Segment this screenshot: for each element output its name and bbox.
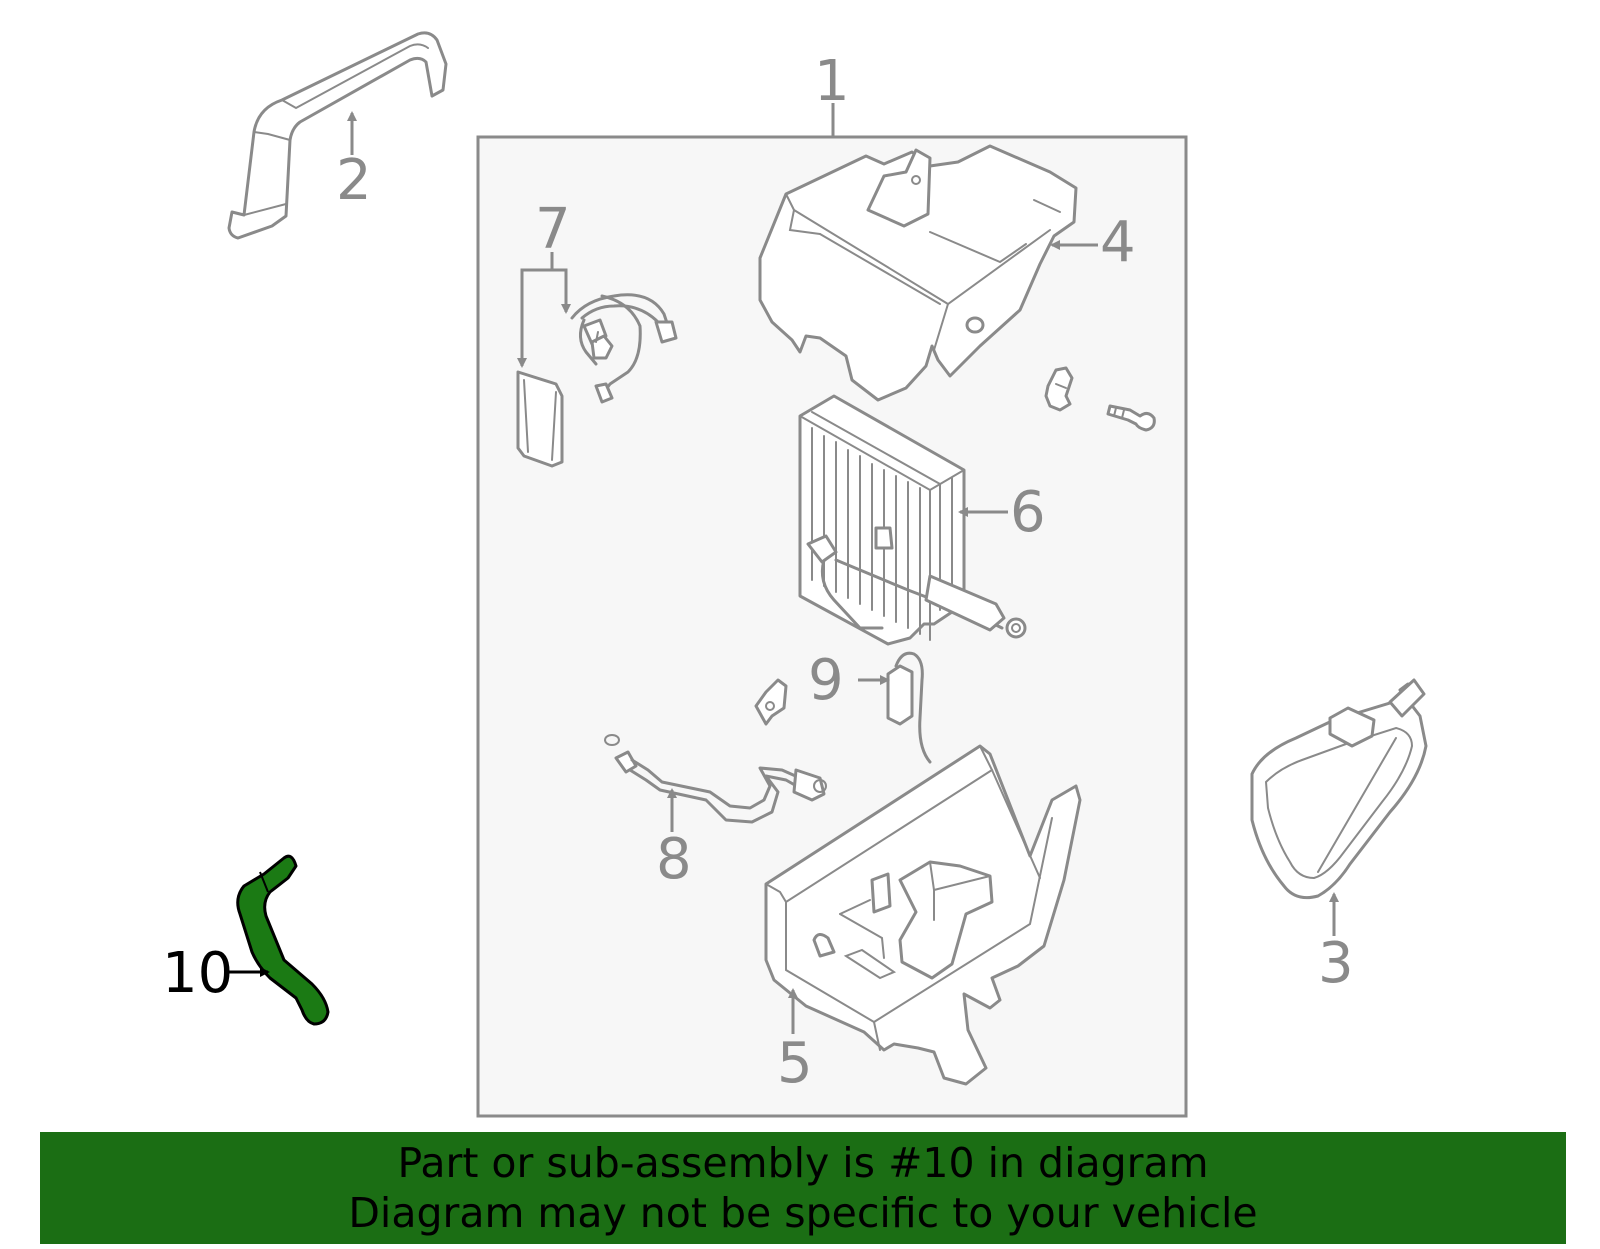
part-4-upper-case [758,144,1078,402]
banner-line-2: Diagram may not be specific to your vehi… [348,1189,1258,1237]
callout-7-label: 7 [535,197,571,262]
callout-3-label: 3 [1318,931,1354,996]
info-banner: Part or sub-assembly is #10 in diagram D… [40,1132,1566,1244]
callout-9-label: 9 [808,648,844,713]
part-5-lower-case [764,744,1082,1086]
part-9-thermistor [754,651,932,764]
callout-7-leader [517,252,554,368]
banner-line-1: Part or sub-assembly is #10 in diagram [397,1139,1209,1187]
callout-8-label: 8 [656,827,692,892]
clip-and-screw [1044,366,1156,432]
part-3-outlet [1250,678,1428,900]
callout-1-label: 1 [814,49,850,114]
part-2-duct [227,31,448,240]
callout-5-label: 5 [777,1031,813,1096]
callout-6-label: 6 [1010,480,1046,545]
callout-10-label: 10 [162,941,233,1006]
callout-4-label: 4 [1100,210,1136,275]
callout-2-label: 2 [336,148,372,213]
part-6-evaporator [798,394,1027,646]
part-10-drain-hose [236,854,330,1026]
part-8-tube [604,734,827,824]
part-7-sensor-and-filter [516,293,678,468]
callout-7-leader-b [552,268,571,314]
